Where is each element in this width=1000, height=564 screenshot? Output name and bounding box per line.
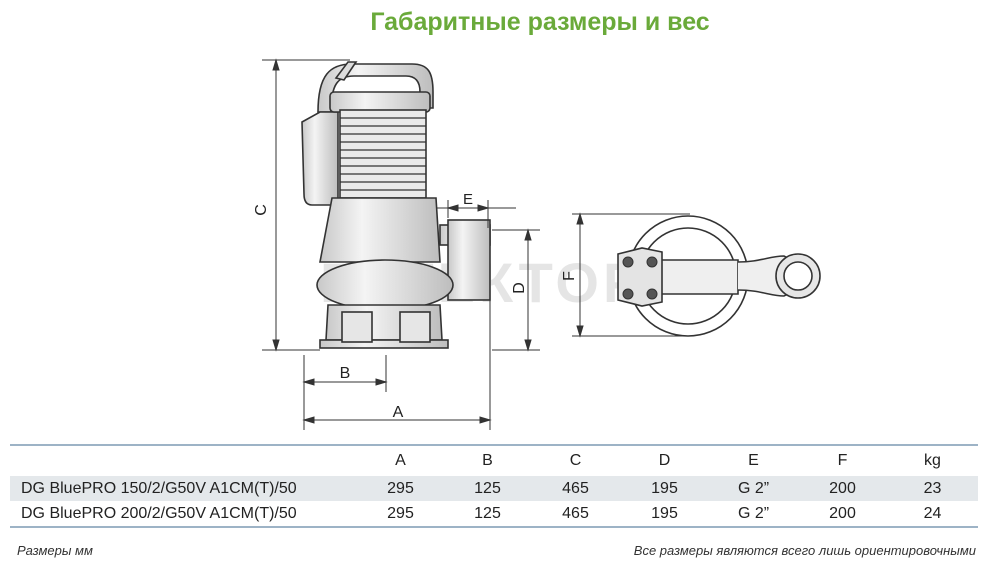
- table-header-row: A B C D E F kg: [10, 445, 978, 476]
- dimension-lines-side: [262, 58, 540, 430]
- table-cell: 125: [444, 476, 531, 501]
- table-cell: 195: [620, 476, 709, 501]
- dimension-label-a: A: [393, 404, 404, 421]
- table-cell: G 2”: [709, 476, 798, 501]
- table-cell: 465: [531, 501, 620, 528]
- dimension-label-d: D: [511, 282, 528, 294]
- table-header-b: B: [482, 452, 493, 469]
- table-header-e: E: [748, 452, 759, 469]
- table-cell: G 2”: [709, 501, 798, 528]
- footer-disclaimer: Все размеры являются всего лишь ориентир…: [633, 543, 976, 558]
- table-header-f: F: [837, 452, 848, 469]
- table-cell: 465: [531, 476, 620, 501]
- table-row: DG BluePRO 150/2/G50V A1CM(T)/50 295 125…: [10, 476, 978, 501]
- footer-units-note: Размеры мм: [17, 543, 93, 558]
- dimension-label-b: B: [340, 365, 351, 382]
- table-cell: 24: [887, 501, 978, 528]
- dimensions-table: A B C D E F kg DG BluePRO 150/2/G50V A1C…: [10, 444, 978, 528]
- table-header-c: C: [569, 452, 582, 469]
- table-cell-model: DG BluePRO 150/2/G50V A1CM(T)/50: [10, 476, 357, 501]
- table-header-a: A: [395, 452, 406, 469]
- table-cell-model: DG BluePRO 200/2/G50V A1CM(T)/50: [10, 501, 357, 528]
- table-header-d: D: [658, 452, 671, 469]
- dimension-lines-front: [572, 212, 690, 338]
- dimension-label-c: C: [253, 204, 270, 216]
- pump-side-view: [301, 61, 491, 349]
- table-header-kg: kg: [924, 452, 941, 469]
- dimension-label-f: F: [561, 271, 578, 281]
- pump-dimension-drawing: РУТЕКТОР: [253, 58, 821, 430]
- table-cell: 125: [444, 501, 531, 528]
- table-row: DG BluePRO 200/2/G50V A1CM(T)/50 295 125…: [10, 501, 978, 528]
- dimension-label-e: E: [463, 191, 473, 208]
- table-cell: 23: [887, 476, 978, 501]
- coupling-front-view: [617, 215, 821, 337]
- table-cell: 295: [357, 501, 444, 528]
- page-title: Габаритные размеры и вес: [370, 8, 710, 36]
- table-header-model: [10, 445, 357, 476]
- table-cell: 200: [798, 476, 887, 501]
- table-cell: 195: [620, 501, 709, 528]
- table-cell: 200: [798, 501, 887, 528]
- table-cell: 295: [357, 476, 444, 501]
